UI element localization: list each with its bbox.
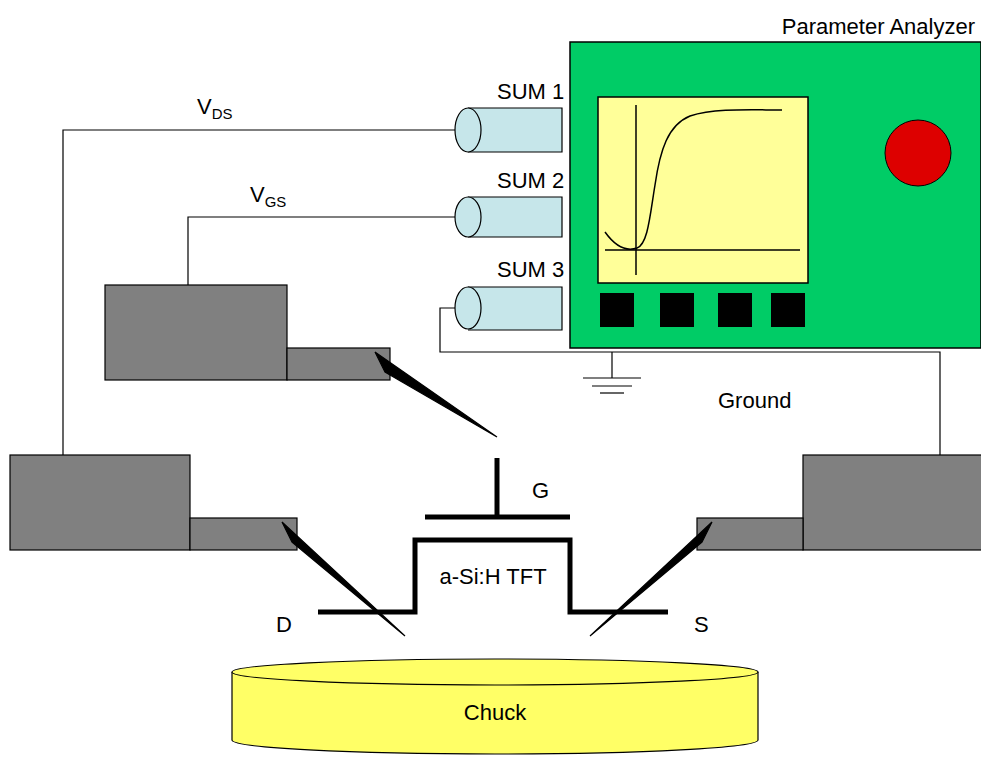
- tft-structure: [318, 458, 668, 612]
- analyzer-housing: [570, 42, 981, 348]
- smu-node: SUM 3: [455, 286, 565, 331]
- node-heading: Parameter Analyzer: [782, 14, 975, 39]
- smu-connector: [455, 197, 562, 237]
- smu-node: SUM 1: [455, 107, 565, 153]
- key: [771, 293, 805, 327]
- smu-connector: [455, 108, 562, 152]
- smu-node: SUM 2: [455, 196, 565, 238]
- wire: [440, 308, 940, 455]
- signal-name: VDS: [197, 94, 232, 122]
- probe-manipulator: [105, 285, 497, 437]
- probe-manipulator: [590, 455, 981, 636]
- key: [600, 293, 634, 327]
- power-button: [885, 120, 951, 186]
- analyzer-node: Parameter Analyzer: [570, 42, 981, 348]
- tft-node: a-Si:H TFT: [420, 545, 566, 609]
- transfer-curve: [605, 110, 782, 249]
- wire: [63, 130, 455, 455]
- ground-label: Ground: [718, 388, 791, 413]
- probe-manipulator: [10, 455, 405, 636]
- wire: [188, 217, 455, 285]
- node-heading: SUM 1: [497, 79, 564, 104]
- terminal-name: G: [532, 478, 549, 503]
- node-heading: SUM 2: [497, 168, 564, 193]
- analyzer-screen: [598, 97, 808, 283]
- terminal-name: S: [694, 612, 709, 637]
- key: [660, 293, 694, 327]
- chuck-node: Chuck: [240, 688, 750, 738]
- node-heading: SUM 3: [497, 257, 564, 282]
- smu-connector: [455, 287, 562, 330]
- key: [718, 293, 752, 327]
- node-label: Chuck: [435, 700, 556, 725]
- terminal-name: D: [276, 612, 292, 637]
- signal-name: VGS: [250, 182, 286, 210]
- chuck: [232, 659, 758, 754]
- node-label: a-Si:H TFT: [433, 564, 554, 589]
- ground-symbol: [583, 352, 641, 393]
